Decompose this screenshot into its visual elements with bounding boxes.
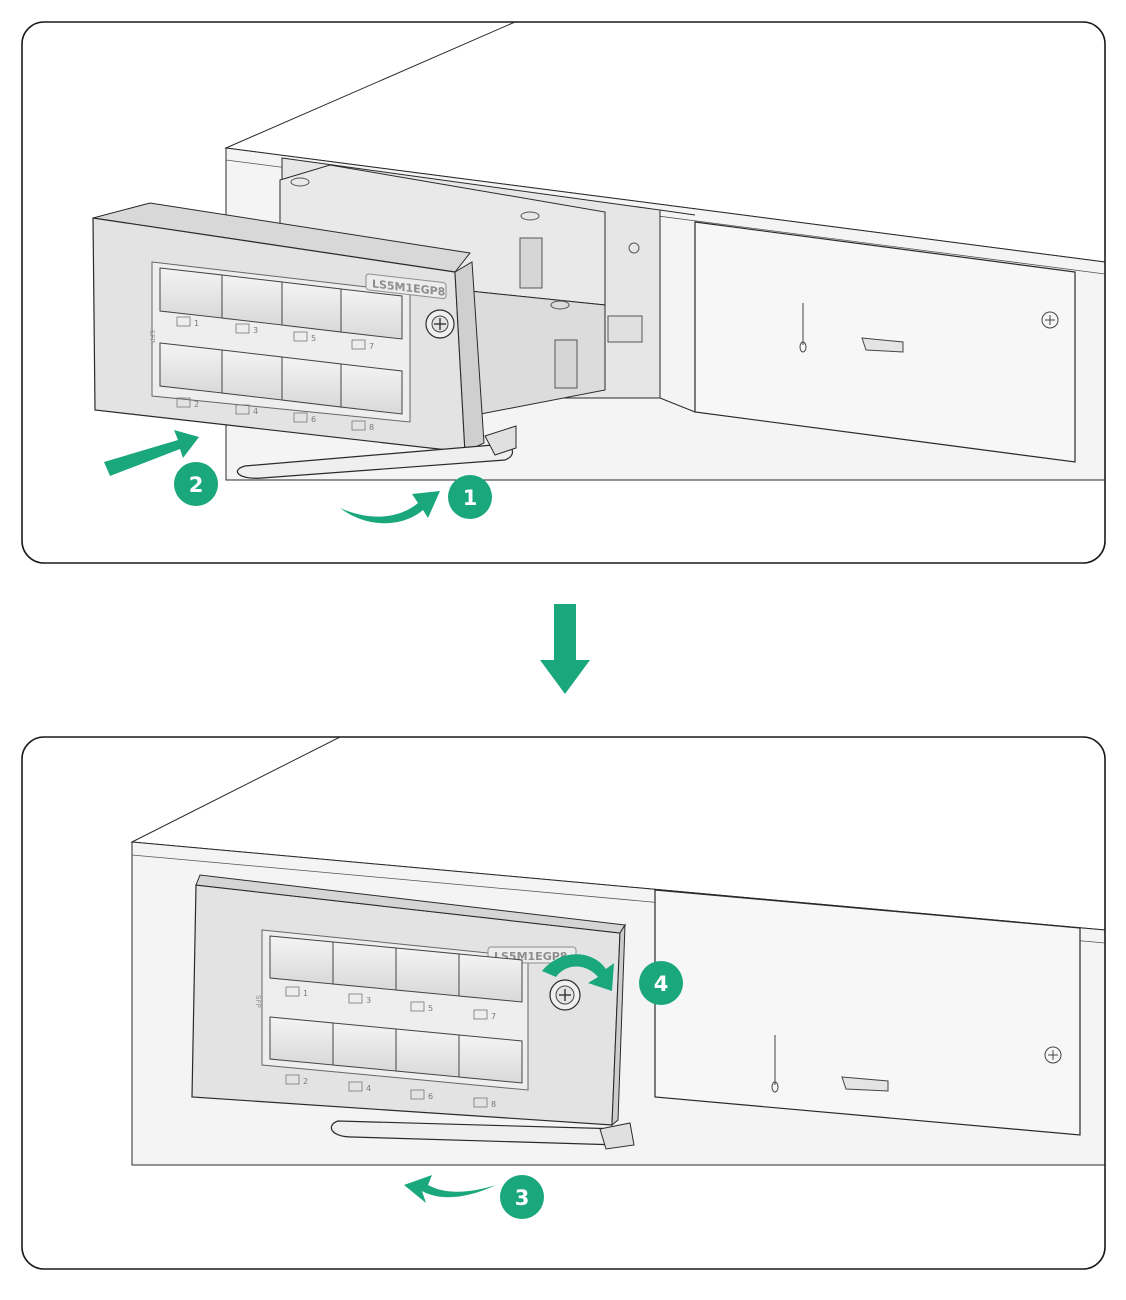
push-direction-arrow [104,430,199,476]
port-number: 5 [311,334,316,343]
port-labels-bottom: 2 4 6 8 [176,397,374,432]
panel-frame [21,21,1106,564]
port-number: 8 [369,423,374,432]
panel-insert-module: LS5M1EGP8 SFP 1 3 5 7 2 [0,0,1126,575]
port-number: 1 [303,989,308,998]
port-labels-top: 1 3 5 7 [176,316,374,351]
port-number: 4 [253,407,258,416]
port-number: 2 [303,1077,308,1086]
svg-text:2: 2 [189,473,204,497]
port-labels-top: 1 3 5 7 [285,986,496,1021]
step-badge-1: 1 [448,475,492,519]
port-number: 5 [428,1004,433,1013]
insert-module-illustration: LS5M1EGP8 SFP 1 3 5 7 2 [21,21,1106,564]
sfp-port-row-bottom [159,342,403,415]
rotate-lever-arrow [340,491,440,524]
port-number: 1 [194,319,199,328]
port-number: 4 [366,1084,371,1093]
module-side-label: SFP [148,330,156,343]
panel-frame [21,736,1106,1270]
interface-module: LS5M1EGP8 SFP 1 3 5 7 2 [92,164,606,479]
port-number: 7 [491,1012,496,1021]
svg-text:1: 1 [463,486,478,510]
port-number: 2 [194,400,199,409]
close-lever-arrow [404,1175,496,1203]
interface-module: LS5M1EGP8 SFP 1 3 5 7 [191,874,635,1150]
svg-text:3: 3 [515,1186,530,1210]
port-number: 3 [366,996,371,1005]
panel-secure-module: LS5M1EGP8 SFP 1 3 5 7 [0,725,1126,1285]
port-labels-bottom: 2 4 6 8 [285,1074,496,1109]
port-number: 6 [428,1092,433,1101]
secure-module-illustration: LS5M1EGP8 SFP 1 3 5 7 [21,736,1106,1270]
step-badge-4: 4 [639,961,683,1005]
module-side-label: SFP [254,995,262,1008]
port-number: 6 [311,415,316,424]
port-number: 8 [491,1100,496,1109]
sfp-port-row-top [159,267,403,340]
port-number: 3 [253,326,258,335]
tighten-screw-arrow [542,954,614,991]
sfp-port-row-top [269,935,523,1003]
port-number: 7 [369,342,374,351]
sfp-port-row-bottom [269,1016,523,1084]
down-arrow-icon [540,604,590,694]
svg-text:4: 4 [654,972,669,996]
step-badge-3: 3 [500,1175,544,1219]
step-badge-2: 2 [174,462,218,506]
